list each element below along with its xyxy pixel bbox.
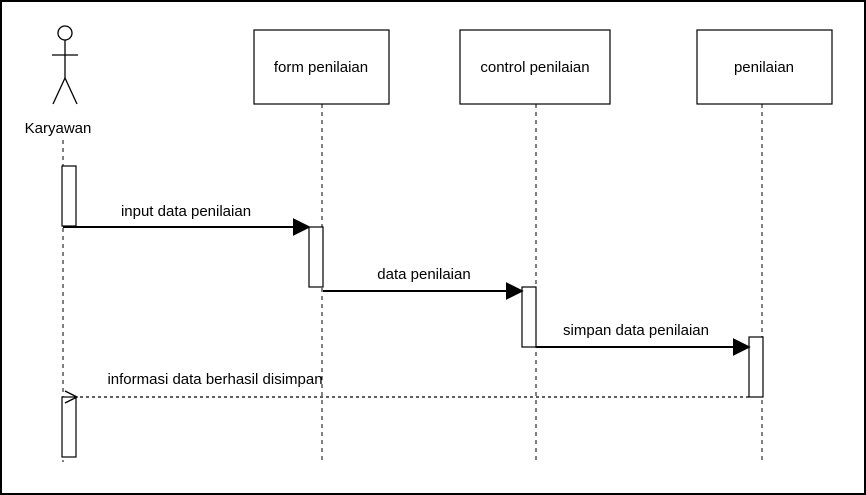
activation-control [521, 286, 537, 348]
message-input-data-penilaian: input data penilaian [63, 203, 311, 236]
object-label-control: control penilaian [480, 59, 589, 76]
object-penilaian: penilaian [696, 29, 833, 105]
actor-karyawan: Karyawan [25, 25, 92, 137]
activation-karyawan-2 [61, 396, 77, 458]
message-label-4: informasi data berhasil disimpan [107, 371, 322, 388]
message-label-3: simpan data penilaian [563, 322, 709, 339]
message-label-1: input data penilaian [121, 203, 251, 220]
object-form-penilaian: form penilaian [253, 29, 390, 105]
stick-figure-icon [52, 25, 78, 105]
object-label-penilaian: penilaian [734, 59, 794, 76]
message-label-2: data penilaian [377, 266, 470, 283]
message-simpan-data-penilaian: simpan data penilaian [536, 322, 751, 356]
activation-karyawan-1 [61, 165, 77, 227]
activation-form [308, 226, 324, 288]
activation-penilaian [748, 336, 764, 398]
message-data-penilaian: data penilaian [323, 266, 524, 300]
actor-label: Karyawan [25, 120, 92, 137]
object-label-form: form penilaian [274, 59, 368, 76]
object-control-penilaian: control penilaian [459, 29, 611, 105]
message-return-informasi: informasi data berhasil disimpan [77, 371, 749, 397]
